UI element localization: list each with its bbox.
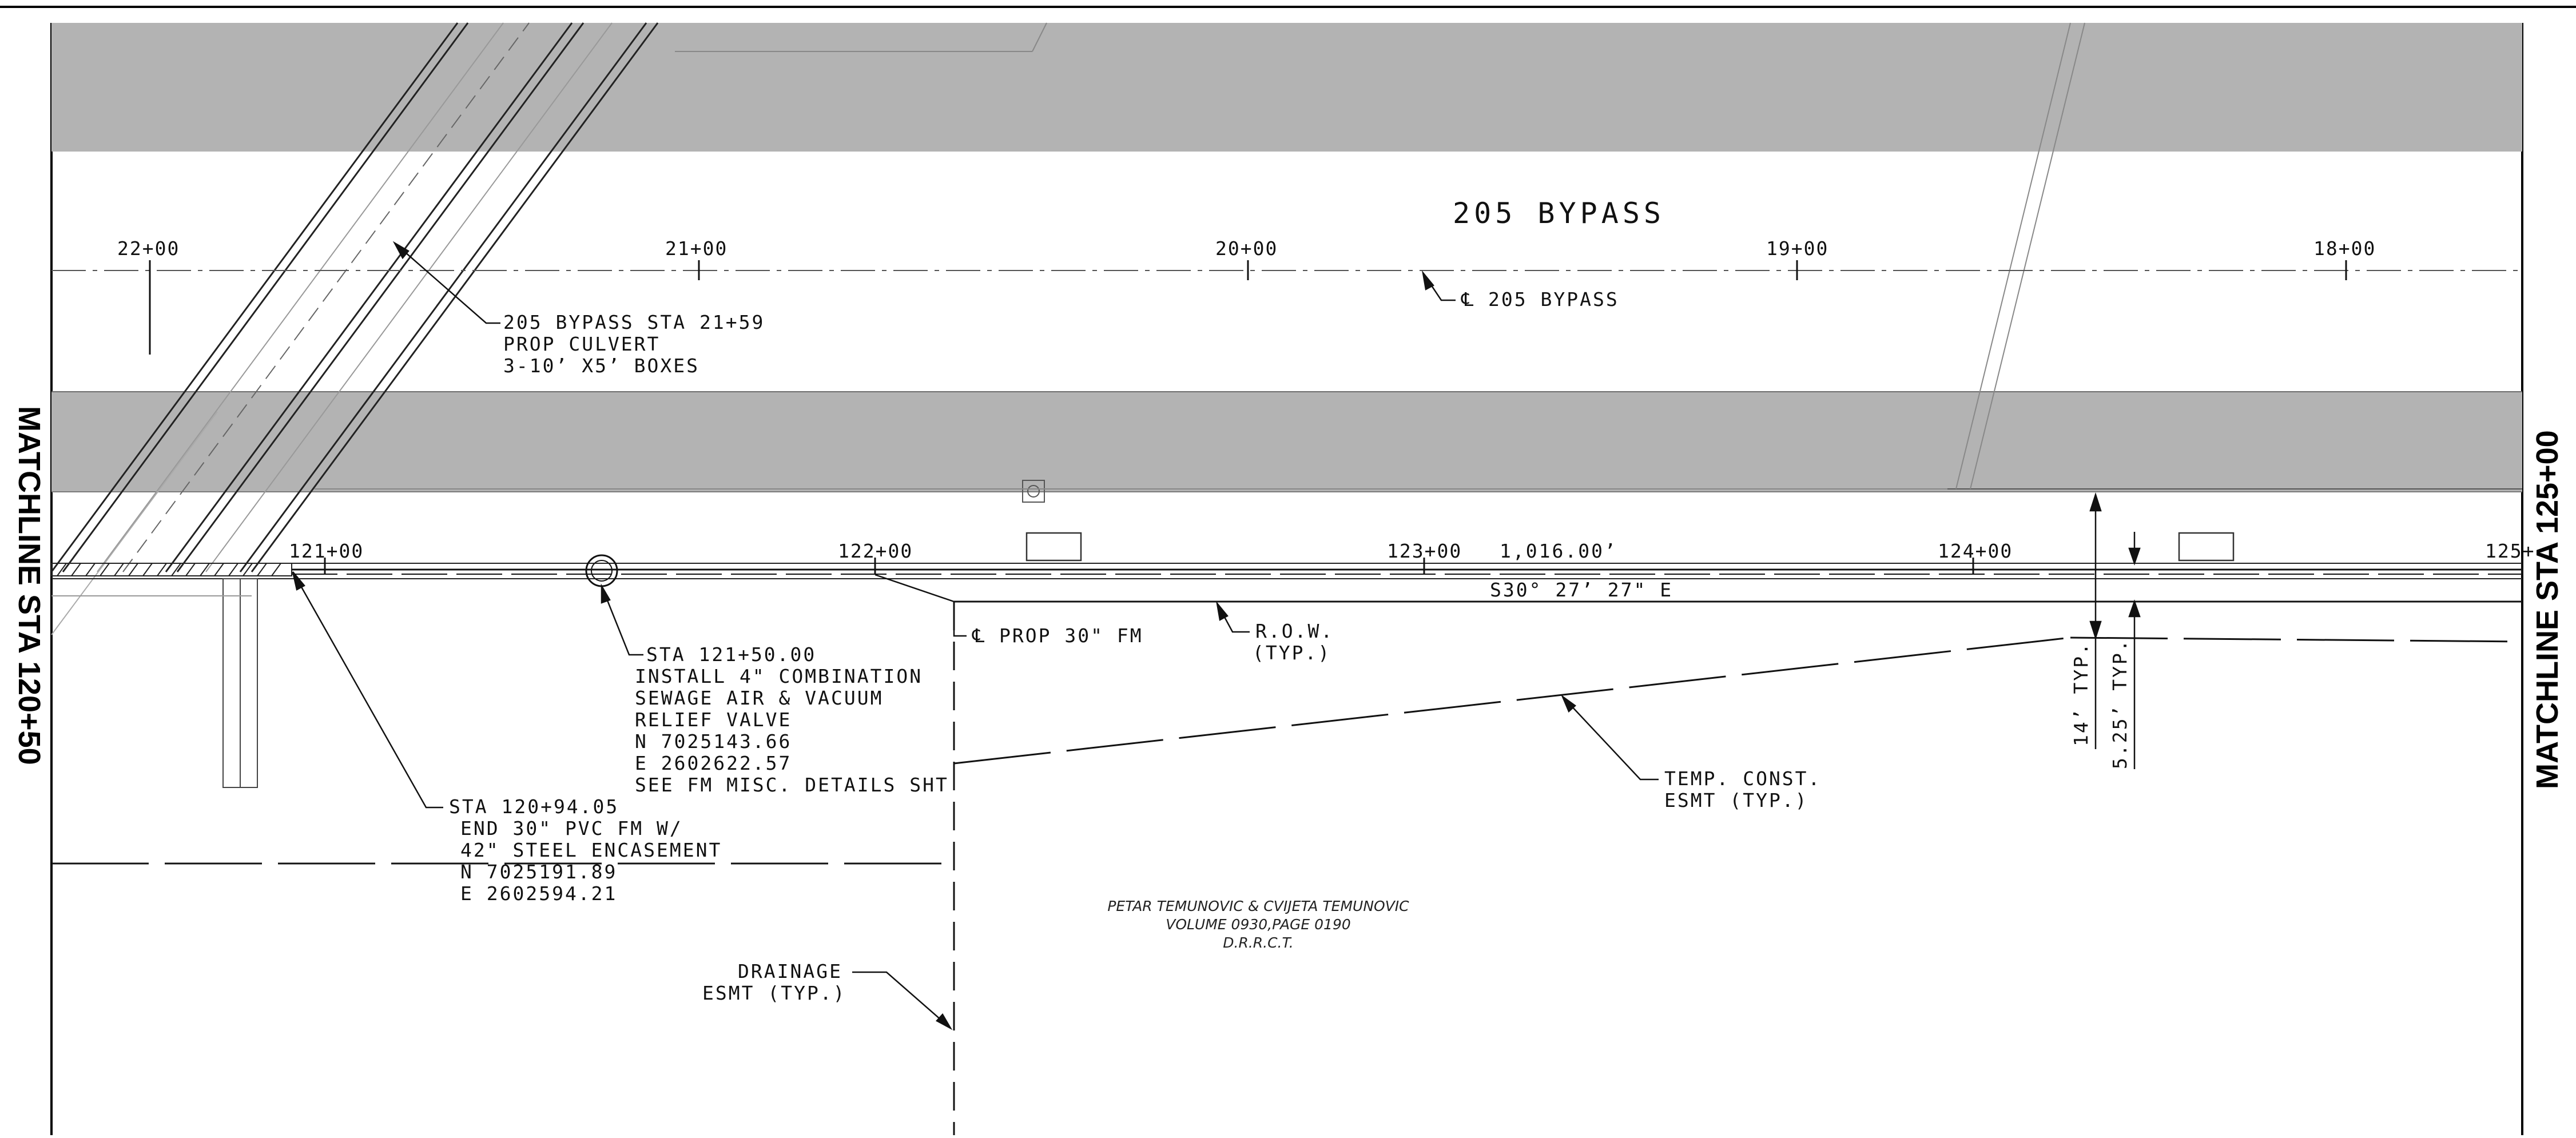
curb-notch-1: [967, 492, 1144, 515]
road-station-18: 18+00: [2313, 237, 2376, 260]
dimension-14: [2089, 492, 2102, 749]
dimension-525: [2128, 532, 2141, 769]
air-valve-inner: [591, 560, 613, 582]
owner-name: PETAR TEMUNOVIC & CVIJETA TEMUNOVIC: [1107, 898, 1409, 914]
valve-note-7: SEE FM MISC. DETAILS SHT: [635, 774, 949, 796]
culvert-note-2: PROP CULVERT: [503, 333, 660, 355]
drainage-label-1: DRAINAGE: [738, 960, 842, 982]
fm-label: ℄ PROP 30" FM: [972, 624, 1143, 647]
valve-note-3: SEWAGE AIR & VACUUM: [635, 687, 884, 709]
dim-14-text: 14’ TYP.: [2070, 642, 2092, 746]
line-station-124: 124+00: [1938, 540, 2013, 562]
curb-notch-2: [2116, 492, 2288, 515]
encasement-hatch-lines: [57, 563, 281, 576]
valve-note-2: INSTALL 4" COMBINATION: [635, 665, 923, 687]
road-station-22: 22+00: [117, 237, 180, 260]
bearing-label: S30° 27’ 27" E: [1490, 579, 1673, 601]
owner-record: D.R.R.C.T.: [1223, 934, 1294, 951]
manhole-symbol: [1022, 480, 1045, 503]
distance-label: 1,016.00’: [1500, 540, 1617, 562]
temp-esmt-leader: [1562, 696, 1659, 781]
owner-volume: VOLUME 0930,PAGE 0190: [1166, 916, 1351, 933]
pavement-band-south: [51, 392, 2522, 492]
end-note-2: END 30" PVC FM W/: [460, 817, 683, 839]
culvert-note-1: 205 BYPASS STA 21+59: [503, 311, 765, 333]
culvert-lines: [50, 22, 2085, 635]
fm-leader: [874, 574, 967, 637]
temp-esmt-label-2: ESMT (TYP.): [1664, 789, 1808, 811]
dim-525-text: 5.25’ TYP.: [2109, 638, 2131, 769]
end-note-4: N 7025191.89: [460, 861, 617, 883]
fm-station-ticks: [324, 558, 2523, 575]
valve-note-5: N 7025143.66: [635, 730, 792, 753]
temp-esmt-line-east: [2070, 636, 2523, 643]
end-leader: [292, 571, 443, 809]
end-note-3: 42" STEEL ENCASEMENT: [460, 839, 722, 861]
culvert-note-3: 3-10’ X5’ BOXES: [503, 355, 699, 377]
drainage-label-2: ESMT (TYP.): [702, 982, 846, 1004]
pavement-stripe-2: [1032, 22, 1047, 52]
row-label-1: R.O.W.: [1255, 620, 1334, 642]
leader-lines: [292, 241, 1659, 1030]
valve-note-6: E 2602622.57: [635, 752, 792, 774]
pavement-band-north: [51, 23, 2522, 152]
temp-esmt-label-1: TEMP. CONST.: [1664, 767, 1821, 790]
road-station-20: 20+00: [1215, 237, 1278, 260]
line-station-122: 122+00: [838, 540, 913, 562]
line-station-125: 125+: [2485, 540, 2535, 562]
valve-note-4: RELIEF VALVE: [635, 709, 792, 731]
matchline-left-label: MATCHLINE STA 120+50: [12, 406, 46, 765]
road-station-19: 19+00: [1766, 237, 1828, 260]
row-label-2: (TYP.): [1253, 642, 1331, 664]
inlet-box-1: [1025, 532, 1082, 562]
road-station-ticks: [149, 260, 2347, 355]
drainage-leader: [852, 971, 951, 1029]
valve-note-1: STA 121+50.00: [646, 643, 816, 666]
culvert-leader: [394, 242, 500, 324]
valve-leader: [601, 586, 643, 656]
end-note-5: E 2602594.21: [460, 882, 617, 905]
temp-esmt-line: [953, 636, 2071, 765]
line-station-123: 123+00: [1387, 540, 1462, 562]
matchline-right-label: MATCHLINE STA 125+00: [2530, 430, 2565, 789]
road-centerline-label: ℄ 205 BYPASS: [1461, 288, 1619, 311]
road-name: 205 BYPASS: [1453, 197, 1665, 230]
line-station-121: 121+00: [289, 540, 364, 562]
end-note-1: STA 120+94.05: [449, 795, 619, 818]
inlet-box-2: [2178, 532, 2235, 562]
manhole-center: [1027, 485, 1040, 498]
road-station-21: 21+00: [665, 237, 728, 260]
